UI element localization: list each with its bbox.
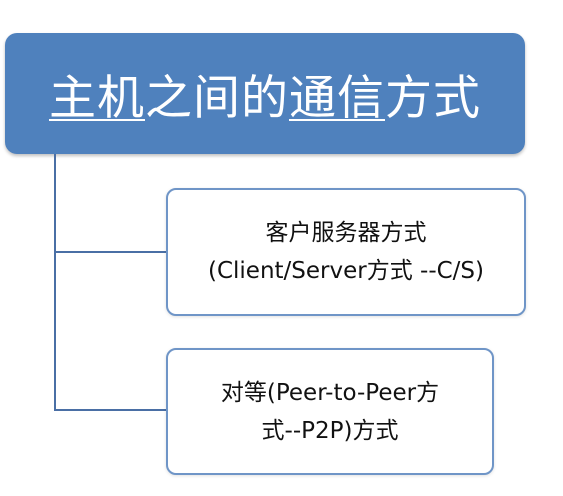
root-title-part-communication: 通信	[289, 71, 385, 126]
root-title: 主机之间的通信方式	[49, 59, 481, 128]
child-node-peer-to-peer-line-2: 式--P2P)方式	[261, 417, 399, 444]
connector-branch-2	[54, 409, 166, 411]
root-title-part-between: 之间的	[145, 71, 289, 126]
child-node-client-server: 客户服务器方式 (Client/Server方式 --C/S)	[166, 188, 526, 316]
child-node-peer-to-peer-line-1: 对等(Peer-to-Peer方	[220, 379, 440, 406]
root-title-part-mode: 方式	[385, 71, 481, 126]
connector-vertical	[54, 154, 56, 411]
child-node-peer-to-peer: 对等(Peer-to-Peer方 式--P2P)方式	[166, 348, 494, 475]
connector-branch-1	[54, 251, 166, 253]
root-node: 主机之间的通信方式	[5, 33, 525, 154]
child-node-client-server-line-1: 客户服务器方式	[265, 220, 427, 246]
root-title-part-host: 主机	[49, 71, 145, 126]
child-node-client-server-line-2: (Client/Server方式 --C/S)	[207, 258, 485, 284]
